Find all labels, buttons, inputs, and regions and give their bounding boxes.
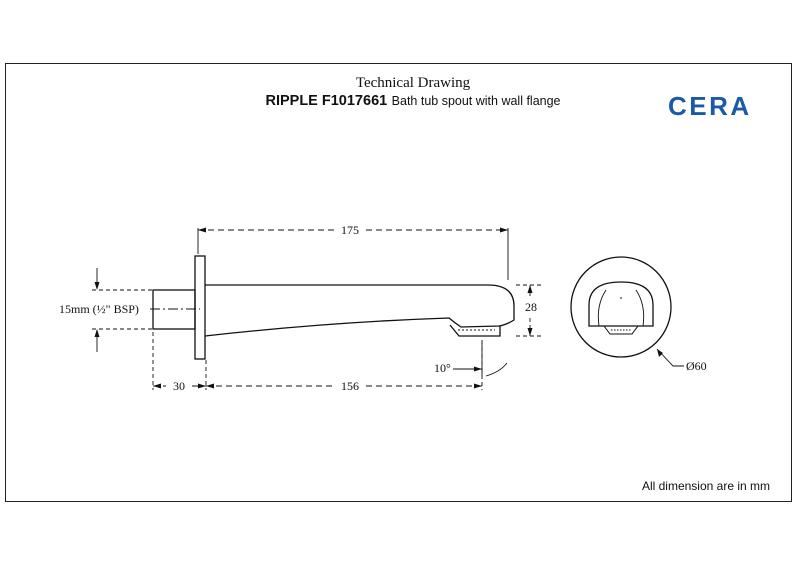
flange-circle — [570, 256, 672, 358]
aerator-outlet — [449, 324, 501, 337]
drawing-subtitle: RIPPLE F1017661 Bath tub spout with wall… — [0, 92, 800, 110]
dimension-overall-length: 175 — [341, 223, 359, 237]
model-number: RIPPLE F1017661 — [265, 93, 388, 109]
diameter-arrow — [657, 349, 663, 357]
side-view — [152, 255, 515, 360]
dimension-lines — [92, 228, 542, 390]
product-description: Bath tub spout with wall flange — [391, 94, 561, 108]
dimension-height: 28 — [525, 300, 537, 314]
diameter-leader — [656, 348, 684, 367]
front-view — [570, 256, 672, 358]
dimension-angle: 10° — [434, 361, 451, 375]
spout-face — [588, 281, 654, 327]
wall-flange — [194, 255, 206, 360]
drawing-frame — [5, 63, 792, 502]
connection-pipe — [152, 289, 196, 330]
spout-body — [204, 284, 515, 337]
dimension-arrows — [94, 227, 533, 389]
dimension-flange-offset: 30 — [173, 379, 185, 393]
cera-logo: CERA — [668, 91, 752, 121]
units-note: All dimension are in mm — [641, 479, 770, 493]
drawing-title: Technical Drawing — [355, 75, 471, 91]
dimension-spout-length: 156 — [341, 379, 359, 393]
dimension-connection: 15mm (½" BSP) — [59, 302, 139, 316]
dimension-diameter: Ø60 — [686, 359, 707, 373]
